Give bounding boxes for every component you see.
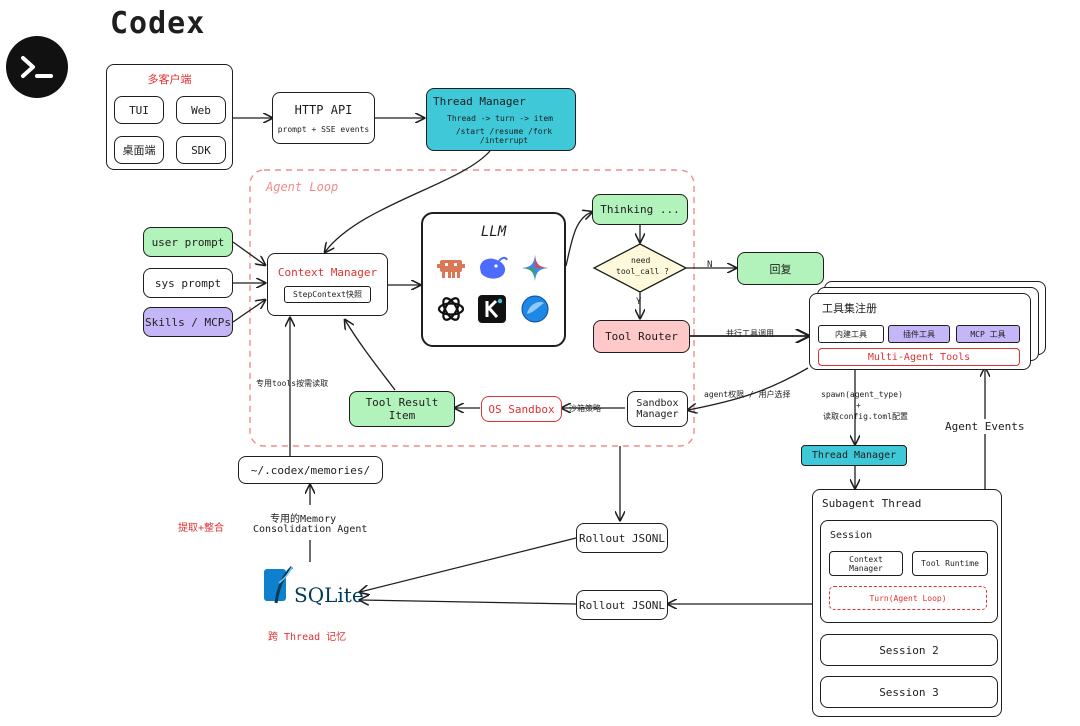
rollout-jsonl-2: Rollout JSONL	[576, 590, 668, 620]
mcp-tools: MCP 工具	[956, 325, 1020, 343]
parallel-call-label: 并行工具调用	[726, 329, 774, 338]
app-title: Codex	[110, 6, 206, 41]
extract-merge-label: 提取+整合	[178, 523, 225, 534]
tool-call-decision	[592, 243, 688, 293]
deepseek-icon	[479, 256, 508, 279]
tool-runtime-box: Tool Runtime	[912, 551, 988, 576]
rollout-jsonl-1: Rollout JSONL	[576, 523, 668, 553]
client-web: Web	[176, 96, 226, 124]
sqlite-logo-text: SQLite	[294, 583, 364, 607]
http-api-title: HTTP API	[294, 102, 353, 117]
agent-events-label: Agent Events	[945, 419, 1025, 434]
client-sdk: SDK	[176, 136, 226, 164]
decision-yes-label: Y	[636, 297, 642, 307]
spawn-line1: spawn(agent_type)	[821, 390, 903, 399]
multi-agent-tools: Multi-Agent Tools	[818, 348, 1020, 366]
consolidation-line1: 专用的Memory	[270, 514, 337, 525]
decision-line1: need	[631, 256, 651, 265]
openai-icon	[437, 297, 464, 321]
sandbox-policy-label: 沙箱策略	[569, 404, 601, 413]
http-api-subtitle: prompt + SSE events	[277, 124, 370, 134]
thread-manager-line1: Thread -> turn -> item	[447, 113, 553, 123]
step-context-snapshot: StepContext快照	[284, 286, 371, 303]
thread-manager-line2: /start /resume /fork /interrupt	[455, 126, 553, 145]
thread-manager-top: Thread Manager Thread -> turn -> item /s…	[426, 88, 576, 151]
memory-read-label: 专用tools按需读取	[256, 379, 329, 388]
registry-title: 工具集注册	[822, 302, 877, 315]
session-2-box: Session 2	[820, 634, 998, 666]
subagent-title: Subagent Thread	[822, 497, 922, 510]
claude-icon	[436, 260, 465, 278]
kimi-icon	[477, 295, 506, 323]
llm-title: LLM	[480, 224, 507, 240]
spawn-line3: 读取config.toml配置	[823, 412, 908, 421]
thinking-box: Thinking ...	[592, 194, 688, 225]
context-manager-title: Context Manager	[277, 266, 378, 279]
cross-thread-memory-caption: 跨 Thread 记忆	[268, 632, 347, 643]
agent-loop-label: Agent Loop	[266, 180, 339, 194]
sqlite-feather-icon	[264, 565, 294, 604]
decision-no-label: N	[707, 260, 713, 270]
http-api-box: HTTP API prompt + SSE events	[272, 92, 375, 144]
reply-box: 回复	[737, 252, 824, 285]
thread-manager-title: Thread Manager	[433, 94, 526, 108]
clients-title: 多客户端	[147, 73, 192, 86]
llm-box: LLM	[421, 212, 566, 347]
memories-path-box: ~/.codex/memories/	[238, 456, 383, 484]
plugin-tools: 插件工具	[888, 325, 950, 343]
thread-manager-sub: Thread Manager	[801, 445, 907, 466]
sandbox-permission-label: agent权限 / 用户选择	[704, 390, 791, 399]
os-sandbox-box: OS Sandbox	[481, 396, 562, 422]
decision-line2: tool_call ?	[616, 267, 669, 276]
builtin-tools: 内建工具	[818, 325, 884, 343]
session-title: Session	[830, 530, 873, 541]
skills-mcps-box: Skills / MCPs	[143, 307, 233, 337]
logo-badge	[6, 36, 68, 98]
user-prompt-box: user prompt	[143, 227, 233, 257]
client-desktop: 桌面端	[114, 136, 164, 164]
doubao-icon	[521, 295, 548, 323]
client-tui: TUI	[114, 96, 164, 124]
gemini-icon	[521, 255, 548, 281]
sys-prompt-box: sys prompt	[143, 268, 233, 298]
session-3-box: Session 3	[820, 676, 998, 708]
terminal-prompt-icon	[21, 56, 53, 78]
spawn-line2: +	[856, 401, 861, 410]
context-manager-box: Context Manager StepContext快照	[267, 253, 388, 316]
consolidation-line2: Consolidation Agent	[253, 524, 368, 535]
tool-router-box: Tool Router	[593, 320, 690, 353]
turn-agent-loop: Turn(Agent Loop)	[829, 586, 987, 610]
